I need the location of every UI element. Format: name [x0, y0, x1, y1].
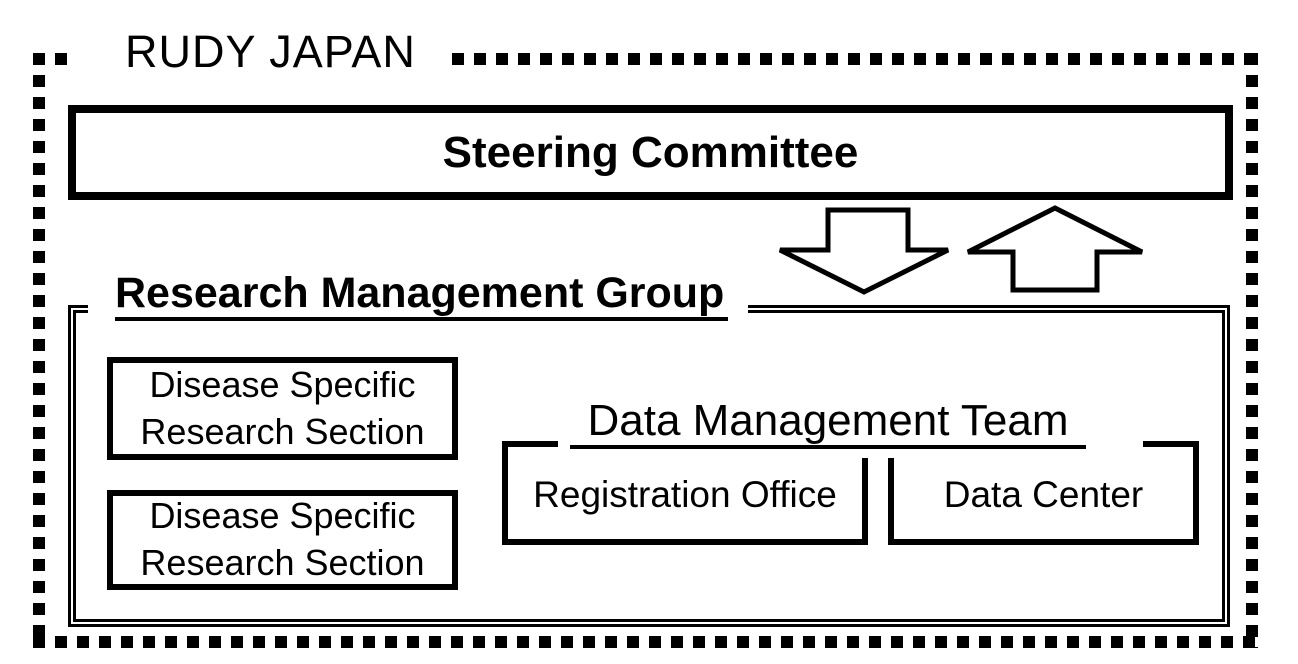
rmg-border-gap — [88, 303, 748, 315]
data-center-border-right — [1193, 441, 1199, 545]
dotted-border-top-right — [452, 53, 1258, 65]
diagram-title: RUDY JAPAN — [125, 26, 416, 77]
disease-section-label: Disease Specific Research Section — [140, 495, 425, 583]
flow-arrows — [778, 205, 1144, 295]
registration-office-border-top-stub — [502, 441, 558, 447]
data-center-label: Data Center — [943, 473, 1144, 515]
block-arrow-down-icon — [778, 207, 950, 295]
data-center-border-top-stub — [1143, 441, 1199, 447]
data-management-team-heading: Data Management Team — [570, 399, 1086, 449]
disease-section-label: Disease Specific Research Section — [140, 363, 425, 452]
data-center-border-bottom — [888, 539, 1199, 545]
steering-committee-label: Steering Committee — [442, 127, 859, 177]
research-management-group-heading: Research Management Group — [115, 272, 729, 321]
dotted-border-bottom — [33, 636, 1258, 648]
dotted-border-left — [33, 53, 45, 648]
registration-office-border-right — [862, 458, 868, 545]
registration-office-box: Registration Office — [508, 452, 862, 537]
data-center-border-left — [888, 458, 894, 545]
registration-office-border-left — [502, 441, 508, 545]
registration-office-border-bottom — [502, 539, 868, 545]
data-center-box: Data Center — [894, 452, 1193, 537]
dotted-border-right — [1246, 53, 1258, 648]
registration-office-label: Registration Office — [533, 473, 837, 515]
disease-specific-research-section-box-2: Disease Specific Research Section — [107, 490, 458, 590]
disease-specific-research-section-box-1: Disease Specific Research Section — [107, 357, 458, 460]
steering-committee-box: Steering Committee — [68, 105, 1233, 200]
block-arrow-up-icon — [966, 205, 1144, 293]
